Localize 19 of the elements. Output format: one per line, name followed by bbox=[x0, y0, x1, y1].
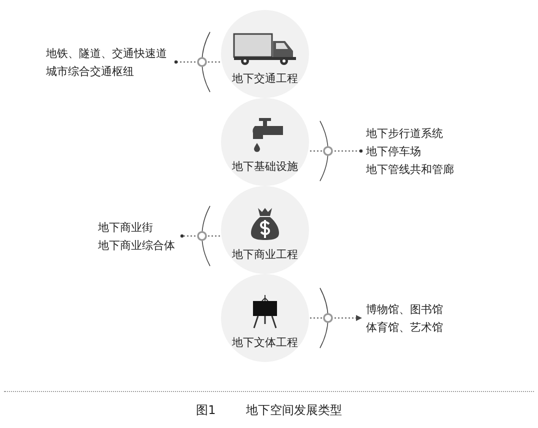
item-text: 博物馆、图书馆 bbox=[366, 302, 444, 316]
connector-line bbox=[174, 60, 220, 64]
category-title: 地下文体工程 bbox=[232, 335, 298, 350]
item-text: 体育馆、艺术馆 bbox=[366, 320, 444, 334]
connector-line bbox=[310, 149, 363, 153]
item-text: 地铁、隧道、交通快速道 bbox=[46, 46, 168, 60]
figure-caption: 地下空间发展类型 bbox=[246, 402, 342, 419]
item-text: 地下商业街 bbox=[98, 220, 154, 234]
figure-number: 图1 bbox=[196, 402, 216, 419]
connector-line bbox=[180, 234, 220, 238]
connector-line bbox=[310, 315, 362, 321]
item-text: 地下步行道系统 bbox=[366, 126, 444, 140]
item-text: 地下商业综合体 bbox=[98, 238, 176, 252]
item-text: 地下停车场 bbox=[366, 144, 422, 158]
category-title: 地下商业工程 bbox=[232, 247, 298, 262]
item-text: 城市综合交通枢纽 bbox=[46, 64, 135, 78]
category-title: 地下交通工程 bbox=[232, 71, 298, 86]
category-title: 地下基础设施 bbox=[232, 159, 298, 174]
item-text: 地下管线共和管廊 bbox=[366, 162, 455, 176]
